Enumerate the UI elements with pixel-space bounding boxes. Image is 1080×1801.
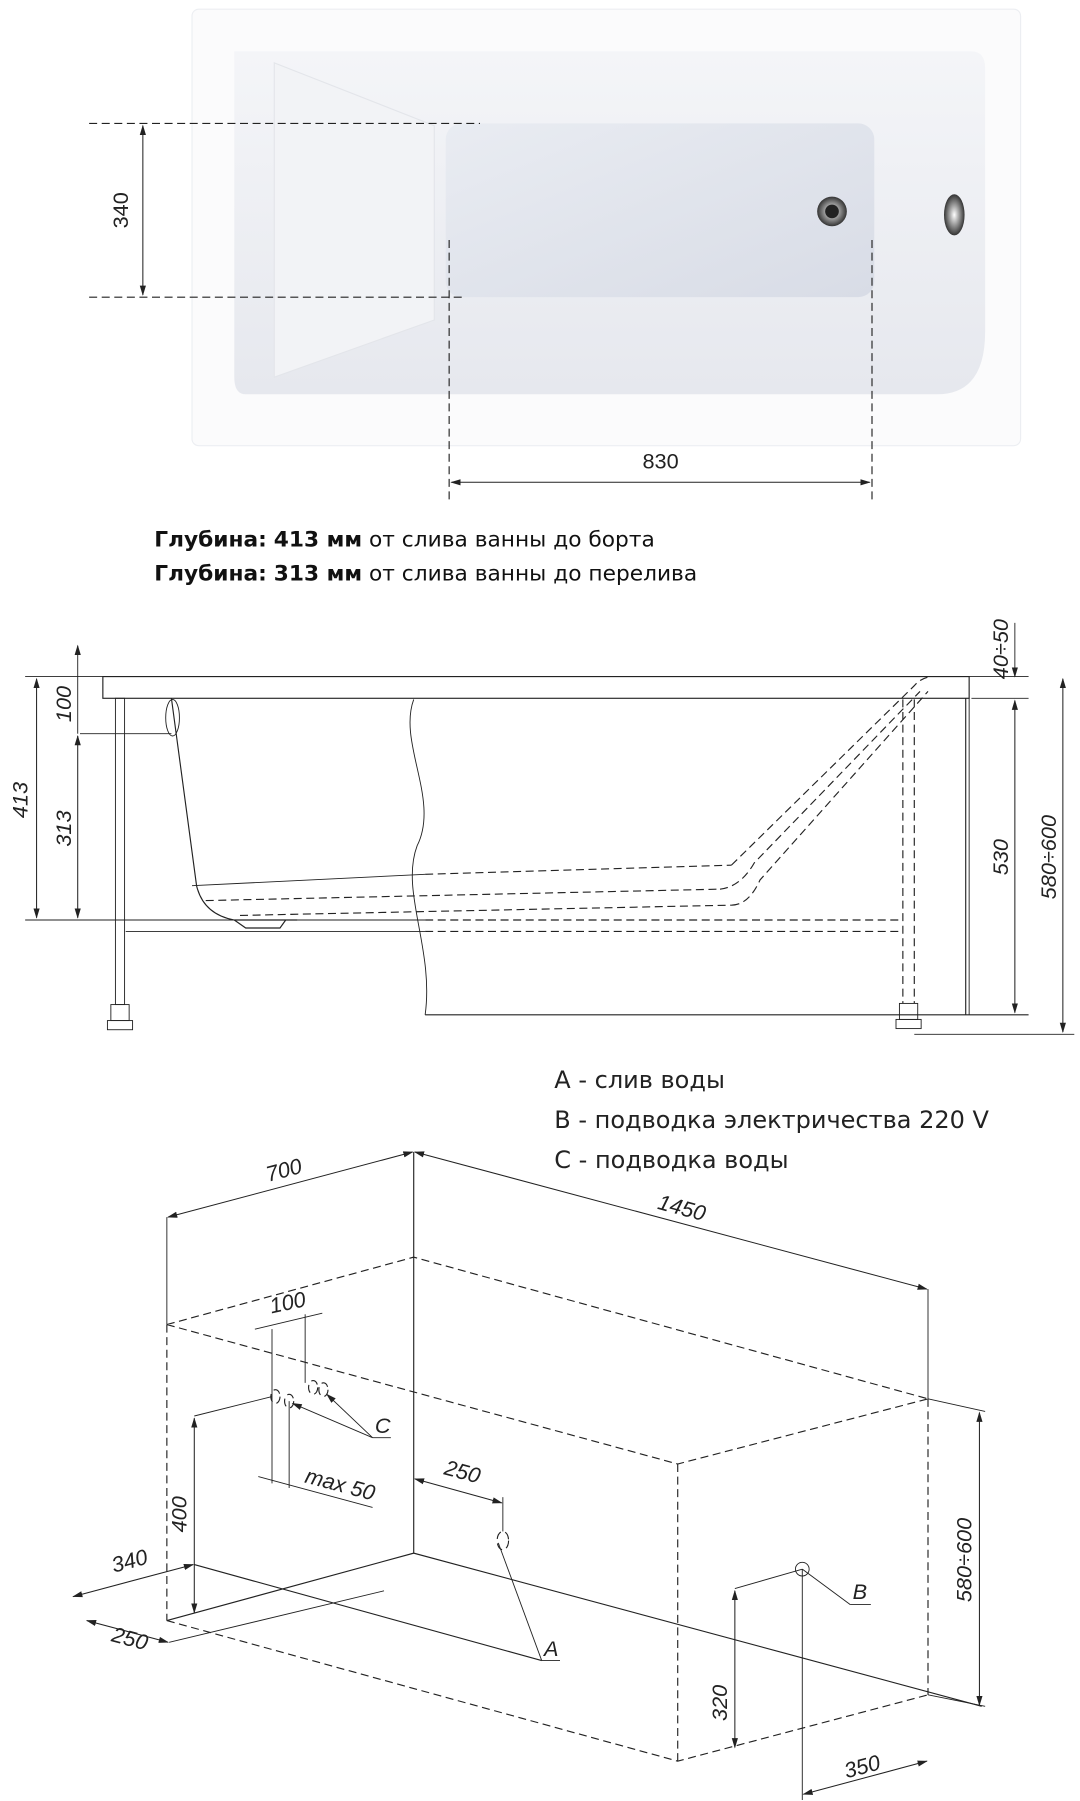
tub-headrest [273,62,435,378]
dim-label-700: 700 [263,1153,304,1187]
drain-icon [233,919,287,929]
side-view: 413 313 100 40÷50 530 580÷600 [7,619,1075,1035]
dim-label-530: 530 [988,839,1013,875]
dim-label-100: 100 [51,686,76,722]
tub-basin-floor [445,123,875,298]
top-view: 340 830 [89,8,1022,503]
dim-label-320: 320 [707,1685,732,1721]
label-b: B [853,1579,867,1604]
dim-label-1450: 1450 [655,1189,708,1226]
left-leg [114,697,126,1006]
tub-rim [102,676,970,699]
dim-label-40-50: 40÷50 [988,619,1013,679]
depth-note-2: Глубина: 313 мм от слива ванны до перели… [154,562,697,587]
dim-line-700 [167,1151,414,1218]
dim-label-830: 830 [642,449,678,474]
overflow-icon [165,698,180,737]
dim-label-580-600: 580÷600 [951,1518,976,1602]
legend-item-b: B - подводка электричества 220 V [554,1106,989,1134]
dim-line-350 [802,1760,928,1795]
dim-label-340: 340 [109,1544,150,1578]
dim-label-413: 413 [7,782,32,818]
dim-label-100: 100 [267,1286,308,1318]
dim-line-1450 [413,1151,928,1290]
dim-label-250-front: 250 [108,1621,150,1655]
legend-item-a: A - слив воды [554,1066,725,1094]
legend-item-c: C - подводка воды [554,1146,788,1174]
right-leg [898,1002,919,1020]
legend: A - слив воды B - подводка электричества… [554,1066,989,1174]
dim-label-400: 400 [166,1496,191,1532]
dim-label-313: 313 [51,810,76,846]
dim-line-250-front [85,1619,169,1643]
dim-label-350: 350 [841,1750,882,1784]
label-c: C [375,1413,391,1438]
water-supply-pipes [270,1380,329,1409]
dim-label-580-600: 580÷600 [1036,815,1061,899]
dim-label-340: 340 [108,192,133,228]
drain-a-icon [496,1530,510,1551]
overflow-icon [944,194,965,236]
depth-note-1: Глубина: 413 мм от слива ванны до борта [154,527,655,552]
dim-label-250-drain: 250 [441,1455,483,1489]
label-a: A [542,1636,558,1661]
isometric-view: 700 1450 340 250 400 [72,1151,986,1801]
dim-line-340 [72,1563,195,1598]
dim-line-250-drain [413,1478,503,1504]
